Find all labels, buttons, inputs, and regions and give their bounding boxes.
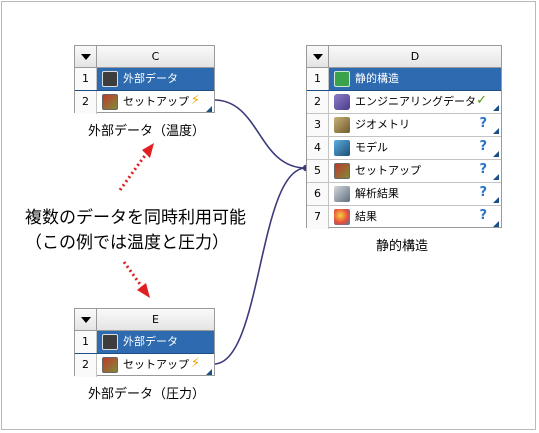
- annotation-line-1: 複数のデータを同時利用可能: [25, 208, 246, 228]
- cell-row-external-data[interactable]: 1 外部データ: [75, 68, 214, 91]
- row-label: セットアップ: [123, 358, 189, 371]
- wire-c-to-d: [213, 99, 307, 169]
- question-icon: ?: [479, 185, 487, 200]
- row-label: 結果: [355, 210, 377, 223]
- external-data-icon: [102, 334, 118, 350]
- row-label: 外部データ: [123, 335, 178, 348]
- block-header: E: [75, 309, 214, 331]
- external-data-icon: [102, 71, 118, 87]
- setup-icon: [102, 357, 118, 373]
- block-header: D: [307, 46, 501, 68]
- arrow-up-head: [142, 143, 154, 158]
- cell-row-external-data[interactable]: 1 外部データ: [75, 331, 214, 354]
- setup-icon: [102, 94, 118, 110]
- row-label: エンジニアリングデータ: [355, 95, 476, 108]
- engineering-data-icon: [334, 94, 350, 110]
- system-block-e[interactable]: E 1 外部データ 2 セットアップ ⚡: [74, 308, 215, 377]
- system-block-c[interactable]: C 1 外部データ 2 セットアップ ⚡: [74, 45, 215, 114]
- cell-row-results[interactable]: 7 結果 ?: [307, 206, 501, 229]
- block-title: D: [410, 50, 420, 63]
- block-menu-dropdown[interactable]: [75, 309, 97, 330]
- model-icon: [334, 140, 350, 156]
- cell-row-setup[interactable]: 5 セットアップ ?: [307, 160, 501, 183]
- cell-row-static-structural[interactable]: 1 静的構造: [307, 68, 501, 91]
- question-icon: ?: [479, 139, 487, 154]
- block-title: E: [152, 313, 159, 326]
- row-label: 解析結果: [355, 187, 399, 200]
- row-number: 1: [75, 68, 97, 90]
- row-number: 2: [75, 91, 97, 114]
- solution-icon: [334, 186, 350, 202]
- question-icon: ?: [479, 116, 487, 131]
- row-label: セットアップ: [355, 164, 421, 177]
- row-number: 1: [307, 68, 329, 90]
- cell-corner-marker: [493, 151, 499, 157]
- cell-corner-marker: [493, 197, 499, 203]
- cell-row-setup[interactable]: 2 セットアップ ⚡: [75, 91, 214, 114]
- cell-corner-marker: [493, 221, 499, 227]
- row-label: モデル: [355, 141, 388, 154]
- block-c-caption: 外部データ（温度）: [88, 124, 206, 139]
- row-number: 5: [307, 160, 329, 182]
- row-label: ジオメトリ: [355, 118, 410, 131]
- cell-corner-marker: [206, 106, 212, 112]
- cell-corner-marker: [493, 105, 499, 111]
- cell-corner-marker: [493, 128, 499, 134]
- system-block-d[interactable]: D 1 静的構造 2 エンジニアリングデータ ✓ 3 ジオメトリ ? 4 モデル…: [306, 45, 502, 229]
- cell-corner-marker: [206, 369, 212, 375]
- cell-row-setup[interactable]: 2 セットアップ ⚡: [75, 354, 214, 377]
- results-icon: [334, 209, 350, 225]
- block-menu-dropdown[interactable]: [307, 46, 329, 67]
- static-structural-icon: [334, 71, 350, 87]
- row-number: 4: [307, 137, 329, 159]
- annotation-line-2: （この例では温度と圧力）: [25, 233, 229, 253]
- arrow-down: [122, 261, 144, 288]
- refresh-required-icon: ⚡: [190, 93, 200, 108]
- row-label: 静的構造: [355, 72, 399, 85]
- cell-row-engineering-data[interactable]: 2 エンジニアリングデータ ✓: [307, 91, 501, 114]
- row-label: 外部データ: [123, 72, 178, 85]
- geometry-icon: [334, 117, 350, 133]
- question-icon: ?: [479, 162, 487, 177]
- wire-e-to-d: [213, 167, 307, 365]
- cell-corner-marker: [493, 174, 499, 180]
- block-menu-dropdown[interactable]: [75, 46, 97, 67]
- arrow-up: [118, 153, 148, 191]
- row-number: 1: [75, 331, 97, 353]
- row-label: セットアップ: [123, 95, 189, 108]
- block-header: C: [75, 46, 214, 68]
- block-e-caption: 外部データ（圧力）: [88, 387, 206, 402]
- cell-row-model[interactable]: 4 モデル ?: [307, 137, 501, 160]
- question-icon: ?: [479, 208, 487, 223]
- row-number: 2: [75, 354, 97, 377]
- row-number: 3: [307, 114, 329, 136]
- refresh-required-icon: ⚡: [190, 356, 200, 371]
- check-icon: ✓: [476, 93, 487, 108]
- cell-row-solution[interactable]: 6 解析結果 ?: [307, 183, 501, 206]
- setup-icon: [334, 163, 350, 179]
- arrow-down-head: [137, 283, 150, 298]
- cell-row-geometry[interactable]: 3 ジオメトリ ?: [307, 114, 501, 137]
- row-number: 2: [307, 91, 329, 113]
- block-title: C: [151, 50, 160, 63]
- block-d-caption: 静的構造: [376, 239, 429, 254]
- row-number: 7: [307, 206, 329, 229]
- row-number: 6: [307, 183, 329, 205]
